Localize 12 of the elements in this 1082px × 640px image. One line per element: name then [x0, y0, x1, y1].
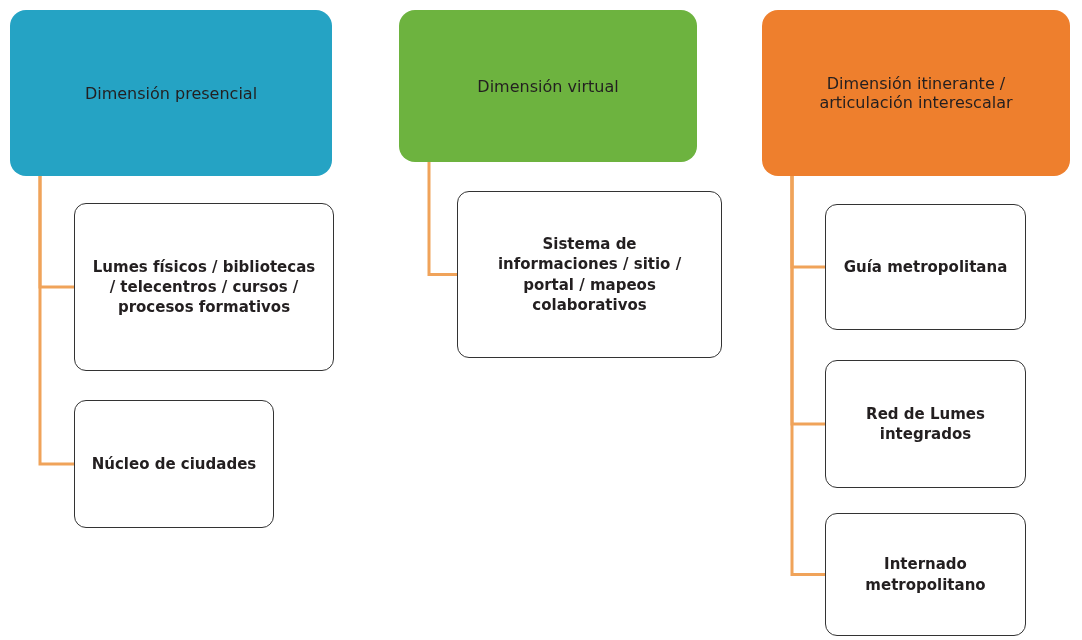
connector-line	[38, 176, 74, 466]
item-box: Internado metropolitano	[825, 513, 1026, 636]
item-box: Núcleo de ciudades	[74, 400, 274, 528]
category-header-box: Dimensión itinerante / articulación interescalar	[762, 10, 1070, 176]
item-box: Lumes físicos / bibliotecas / telecentros / cursos / procesos formativos	[74, 203, 334, 371]
category-header-box: Dimensión presencial	[10, 10, 332, 176]
item-box: Sistema de informaciones / sitio / portal / mapeos colaborativos	[457, 191, 722, 358]
item-box: Red de Lumes integrados	[825, 360, 1026, 488]
connector-line	[790, 176, 825, 576]
item-box: Guía metropolitana	[825, 204, 1026, 330]
connector-line	[427, 162, 457, 276]
category-header-box: Dimensión virtual	[399, 10, 697, 162]
